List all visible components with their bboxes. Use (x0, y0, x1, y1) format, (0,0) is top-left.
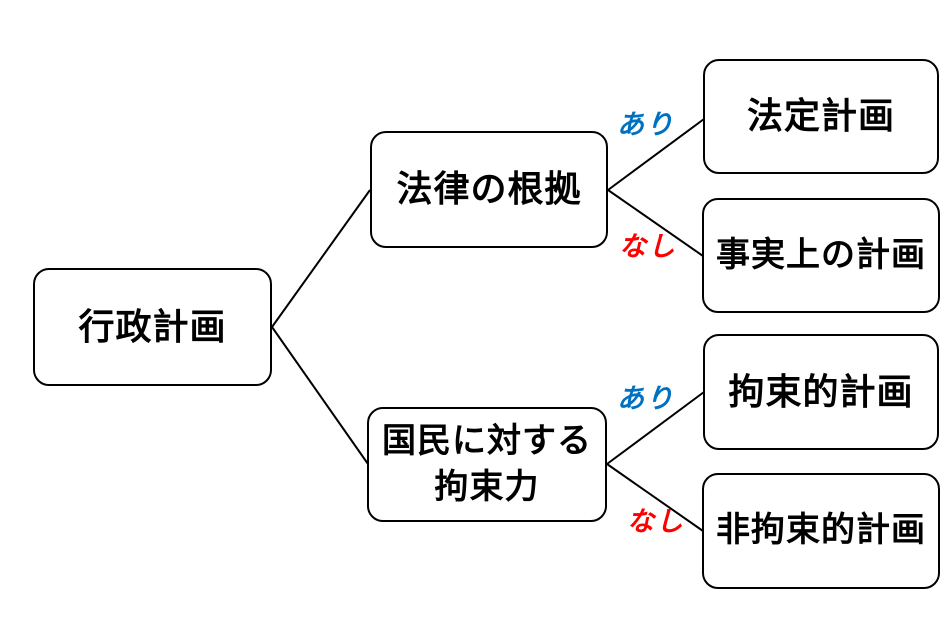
node-nonbinding-plan: 非拘束的計画 (702, 473, 940, 589)
node-legal-basis: 法律の根拠 (370, 131, 608, 248)
edge-label-yes-binding-force: あり (617, 383, 675, 414)
node-administrative-plan: 行政計画 (33, 268, 272, 386)
edge-label-yes-legal-basis: あり (617, 109, 675, 140)
node-defacto-plan: 事実上の計画 (702, 198, 940, 313)
edge-label-no-legal-basis: なし (619, 231, 677, 262)
node-binding-plan: 拘束的計画 (703, 334, 939, 450)
node-statutory-plan: 法定計画 (703, 59, 939, 174)
node-binding-force-on-citizens: 国民に対する 拘束力 (367, 407, 607, 522)
edge-label-no-binding-force: なし (627, 506, 685, 537)
